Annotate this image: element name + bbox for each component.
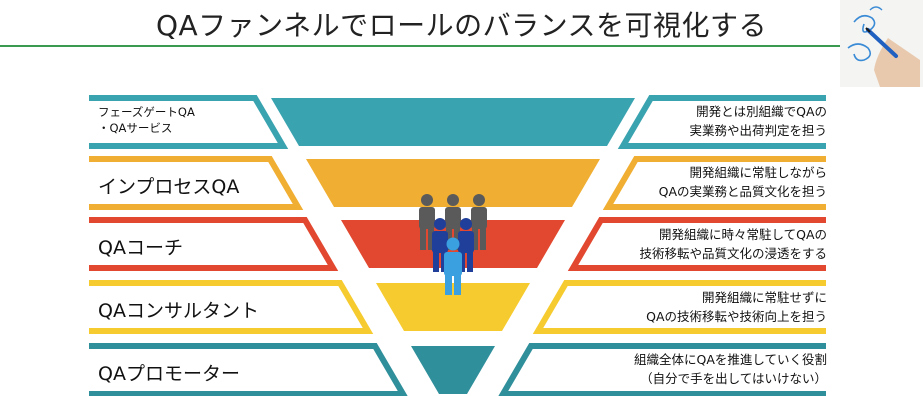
hand-drawing-icon bbox=[840, 0, 923, 87]
funnel-band-4 bbox=[376, 283, 530, 331]
role-label-1: フェーズゲートQA ・QAサービス bbox=[98, 105, 195, 135]
role-description-1: 開発とは別組織でQAの 実業務や出荷判定を担う bbox=[689, 104, 827, 138]
role-description-3: 開発組織に時々常駐してQAの 技術移転や品質文化の浸透をする bbox=[639, 227, 827, 261]
right-bracket-1 bbox=[617, 95, 826, 149]
left-bracket-3 bbox=[89, 217, 339, 271]
role-label-3: QAコーチ bbox=[98, 237, 183, 259]
left-bracket-5 bbox=[89, 343, 408, 396]
role-label-5: QAプロモーター bbox=[98, 363, 240, 385]
page-title: QAファンネルでロールのバランスを可視化する bbox=[155, 9, 768, 42]
right-bracket-2 bbox=[602, 156, 826, 210]
funnel-band-2 bbox=[306, 159, 600, 207]
role-description-4: 開発組織に常駐せずに QAの技術移転や技術向上を担う bbox=[646, 290, 827, 324]
people-group-icon bbox=[419, 194, 487, 295]
funnel-band-1 bbox=[271, 98, 635, 146]
right-bracket-3 bbox=[567, 217, 826, 271]
right-bracket-4 bbox=[532, 280, 826, 334]
role-description-2: 開発組織に常駐しながら QAの実業務と品質文化を担う bbox=[658, 165, 827, 199]
role-label-4: QAコンサルタント bbox=[98, 300, 259, 322]
left-bracket-2 bbox=[89, 156, 304, 210]
role-description-5: 組織全体にQAを推進していく役割 （自分で手を出してはいけない） bbox=[633, 352, 827, 386]
role-label-2: インプロセスQA bbox=[98, 176, 240, 198]
left-bracket-4 bbox=[89, 280, 374, 334]
left-bracket-1 bbox=[89, 95, 289, 149]
funnel-band-5 bbox=[411, 346, 495, 394]
right-bracket-5 bbox=[498, 343, 826, 396]
title-underline bbox=[0, 45, 846, 47]
